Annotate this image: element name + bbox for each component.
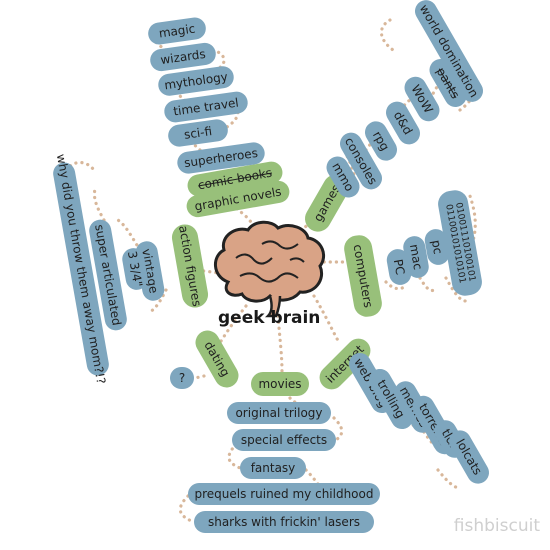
connector-dots	[332, 416, 344, 442]
connector-dots	[436, 468, 460, 490]
connector-dots	[396, 98, 412, 124]
connector-dots	[208, 50, 226, 76]
leaf-question-mark: ?	[170, 367, 194, 389]
connector-dots	[276, 314, 284, 374]
brain-icon	[214, 220, 325, 318]
watermark: fishbiscuit	[453, 516, 540, 536]
leaf-original-trilogy: original trilogy	[227, 402, 331, 424]
connector-dots	[312, 294, 342, 346]
connector-dots	[444, 276, 472, 303]
connector-dots	[418, 276, 436, 293]
leaf-prequels: prequels ruined my childhood	[188, 483, 380, 505]
connector-dots	[92, 184, 106, 222]
connector-dots	[64, 160, 96, 172]
connector-dots	[379, 18, 398, 54]
center-label: geek brain	[218, 308, 321, 328]
connector-dots	[216, 304, 248, 348]
leaf-fantasy: fantasy	[240, 457, 306, 479]
connector-dots	[178, 494, 196, 524]
connector-dots	[148, 288, 168, 314]
leaf-special-effects: special effects	[232, 429, 336, 451]
connector-dots	[384, 280, 408, 291]
topic-movies: movies	[251, 372, 309, 396]
leaf-sharks: sharks with frickin' lasers	[194, 511, 374, 533]
